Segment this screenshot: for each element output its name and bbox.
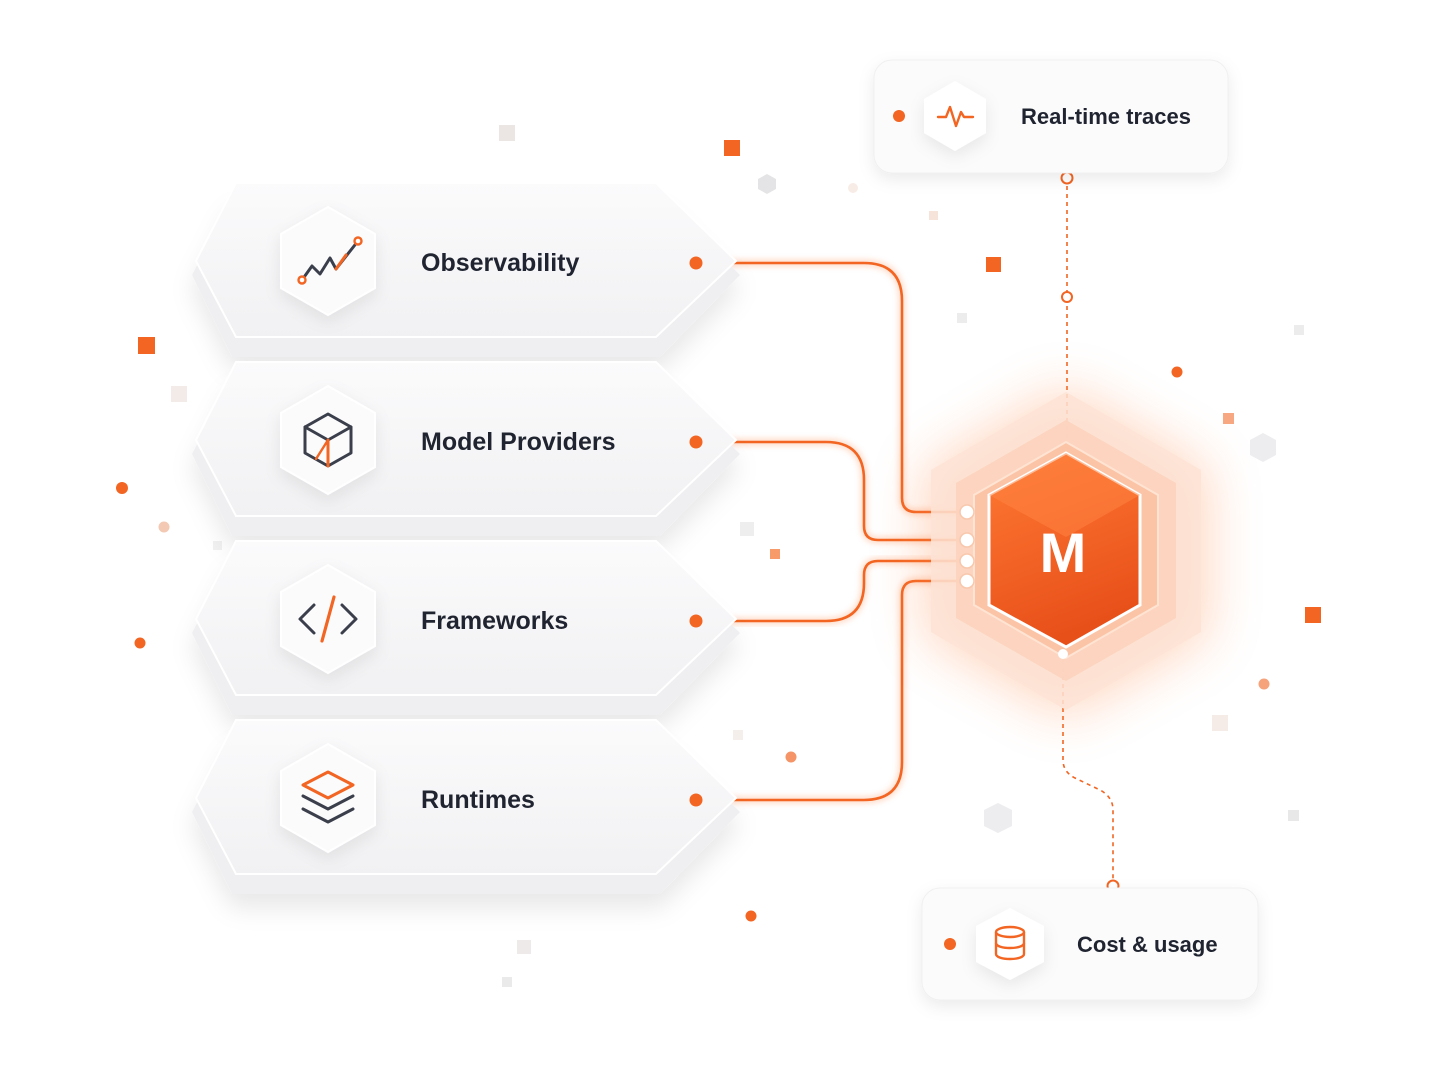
cost-status-dot [944,938,956,950]
particle-square [1305,607,1321,623]
particle-square [171,386,187,402]
particle-dot [1258,678,1270,690]
particle-dot [1171,366,1183,378]
connector-line [696,440,967,542]
connector-line [696,559,967,623]
particle-square [138,337,155,354]
particle-dot [745,910,757,922]
particle-square [1212,715,1228,731]
cost-label: Cost & usage [1077,932,1218,957]
cost-icon-badge [976,908,1044,980]
particle-square [1294,325,1304,335]
particle-square [502,977,512,987]
particle-dot [134,637,146,649]
hub-top-face [989,453,1140,537]
integration-label: Runtimes [421,786,535,814]
particle-square [1223,413,1234,424]
integration-card[interactable]: Frameworks [192,540,740,715]
card-connector-dot [689,435,703,449]
hub-port [959,553,975,569]
particle-cube [758,174,776,194]
particle-dot [116,482,128,494]
hub-bottom-port [1058,649,1068,659]
output-card-traces[interactable]: Real-time traces [873,59,1229,174]
hub-port [959,532,975,548]
traces-label: Real-time traces [1021,104,1191,129]
trend-line-icon [297,236,363,285]
connector-line [696,261,967,514]
hub-logo-letter: M [1040,521,1087,584]
hub-port [959,573,975,589]
integration-card[interactable]: Observability [192,182,740,357]
particle-square [499,125,515,141]
traces-connector-node [1060,171,1074,185]
cube-icon [303,412,353,468]
integration-label: Observability [421,249,579,277]
card-connector-dot [689,793,703,807]
integration-card[interactable]: Model Providers [192,361,740,536]
traces-connector-node [1061,291,1073,303]
traces-icon-badge [924,81,986,151]
hub: M [924,388,1208,717]
particle-square [770,549,780,559]
integration-label: Model Providers [421,428,616,456]
particle-square [986,257,1001,272]
hub-port [959,504,975,520]
integration-card[interactable]: Runtimes [192,719,740,894]
card-connector-dot [689,614,703,628]
particle-dot [848,183,858,193]
traces-status-dot [893,110,905,122]
particle-square [517,940,531,954]
particle-square [213,541,222,550]
database-icon [994,925,1026,961]
particle-cube [1250,433,1276,462]
particle-cube [984,803,1012,833]
particle-square [929,211,938,220]
decorative-particles [116,125,1321,987]
card-connector-dot [689,256,703,270]
particle-square [957,313,967,323]
output-card-cost[interactable]: Cost & usage [921,887,1259,1001]
particle-square [740,522,754,536]
pulse-icon [936,105,975,128]
integration-label: Frameworks [421,607,568,635]
connector-lines [696,171,1120,893]
particle-square [733,730,743,740]
stacked-layers-icon [301,770,355,824]
particle-dot [785,751,797,763]
particle-square [724,140,740,156]
particle-dot [158,521,170,533]
particle-square [1288,810,1299,821]
code-brackets-icon [298,595,358,643]
connector-line [696,579,967,802]
cost-connector [1062,660,1114,885]
